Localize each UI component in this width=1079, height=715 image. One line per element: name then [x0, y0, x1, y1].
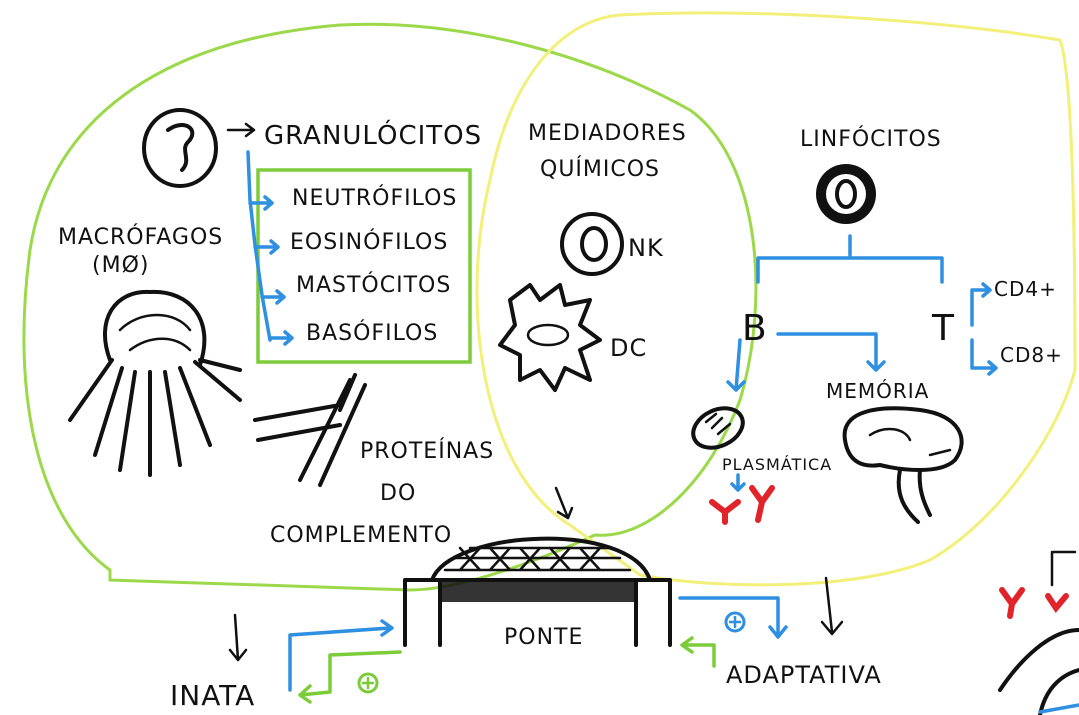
cd4-label: CD4+ [994, 277, 1057, 301]
t-cell-branch-line [970, 282, 998, 376]
plasma-cell-icon [691, 406, 745, 450]
adaptativa-label: ADAPTATIVA [726, 661, 882, 689]
arrow-mastocitos [260, 289, 286, 305]
memory-cell-icon [842, 406, 964, 524]
linfocitos-label: LINFÓCITOS [800, 126, 942, 152]
innate-plus-icon [357, 672, 379, 694]
bridge-to-adaptive-arrow [678, 596, 788, 639]
innate-to-bridge-arrow [288, 619, 394, 692]
adaptive-plus-icon [724, 611, 746, 633]
arrow-neutrofilos [248, 195, 274, 211]
b-cell-branch-line [726, 332, 886, 392]
bridge-icon [403, 536, 672, 647]
lymphocyte-branch-line [756, 234, 944, 284]
nk-label: NK [628, 234, 664, 262]
nk-cell-icon [560, 212, 624, 276]
quimicos-label: QUÍMICOS [540, 156, 660, 182]
neutrofilos-label: NEUTRÓFILOS [292, 185, 457, 211]
cd8-label: CD8+ [1000, 343, 1063, 367]
partial-edge-drawing [998, 550, 1079, 715]
t-cell-label: T [931, 308, 955, 349]
macrofagos-abbrev: (MØ) [92, 253, 149, 278]
memoria-label: MEMÓRIA [826, 379, 929, 403]
mediadores-label: MEDIADORES [528, 121, 687, 146]
do-label: DO [380, 481, 416, 506]
innate-down-arrow [228, 613, 248, 662]
granulocitos-arrow [226, 122, 256, 138]
basofilos-label: BASÓFILOS [306, 320, 438, 346]
mastocitos-label: MASTÓCITOS [296, 272, 451, 298]
adaptive-region-outline [475, 11, 1077, 587]
inata-label: INATA [170, 679, 255, 712]
arrow-eosinofilos [253, 239, 280, 255]
b-cell-label: B [742, 308, 768, 349]
innate-region-outline [22, 22, 758, 592]
macrofagos-label: MACRÓFAGOS [58, 224, 223, 250]
bridge-to-innate-arrow [298, 650, 402, 704]
granulocyte-branch-line [246, 150, 272, 342]
complement-protein-icon [253, 373, 367, 487]
antibody-icon [709, 485, 775, 525]
macrophage-icon [68, 289, 242, 477]
dc-label: DC [610, 334, 647, 362]
adaptive-down-arrow [820, 576, 844, 636]
arrow-basofilos [268, 330, 294, 346]
granulocyte-cell-icon [142, 108, 218, 188]
ponte-label: PONTE [504, 625, 583, 650]
plasmatica-label: PLASMÁTICA [722, 455, 832, 474]
dendritic-cell-icon [498, 283, 602, 392]
adaptive-to-bridge-arrow [680, 636, 716, 668]
plasma-to-antibody-arrow [730, 473, 746, 492]
proteinas-label: PROTEÍNAS [360, 438, 494, 464]
complemento-label: COMPLEMENTO [270, 523, 452, 548]
lymphocyte-cell-icon [816, 164, 876, 224]
mediator-to-bridge-arrow [554, 486, 574, 520]
granulocitos-label: GRANULÓCITOS [264, 119, 482, 151]
eosinofilos-label: EOSINÓFILOS [290, 229, 448, 255]
